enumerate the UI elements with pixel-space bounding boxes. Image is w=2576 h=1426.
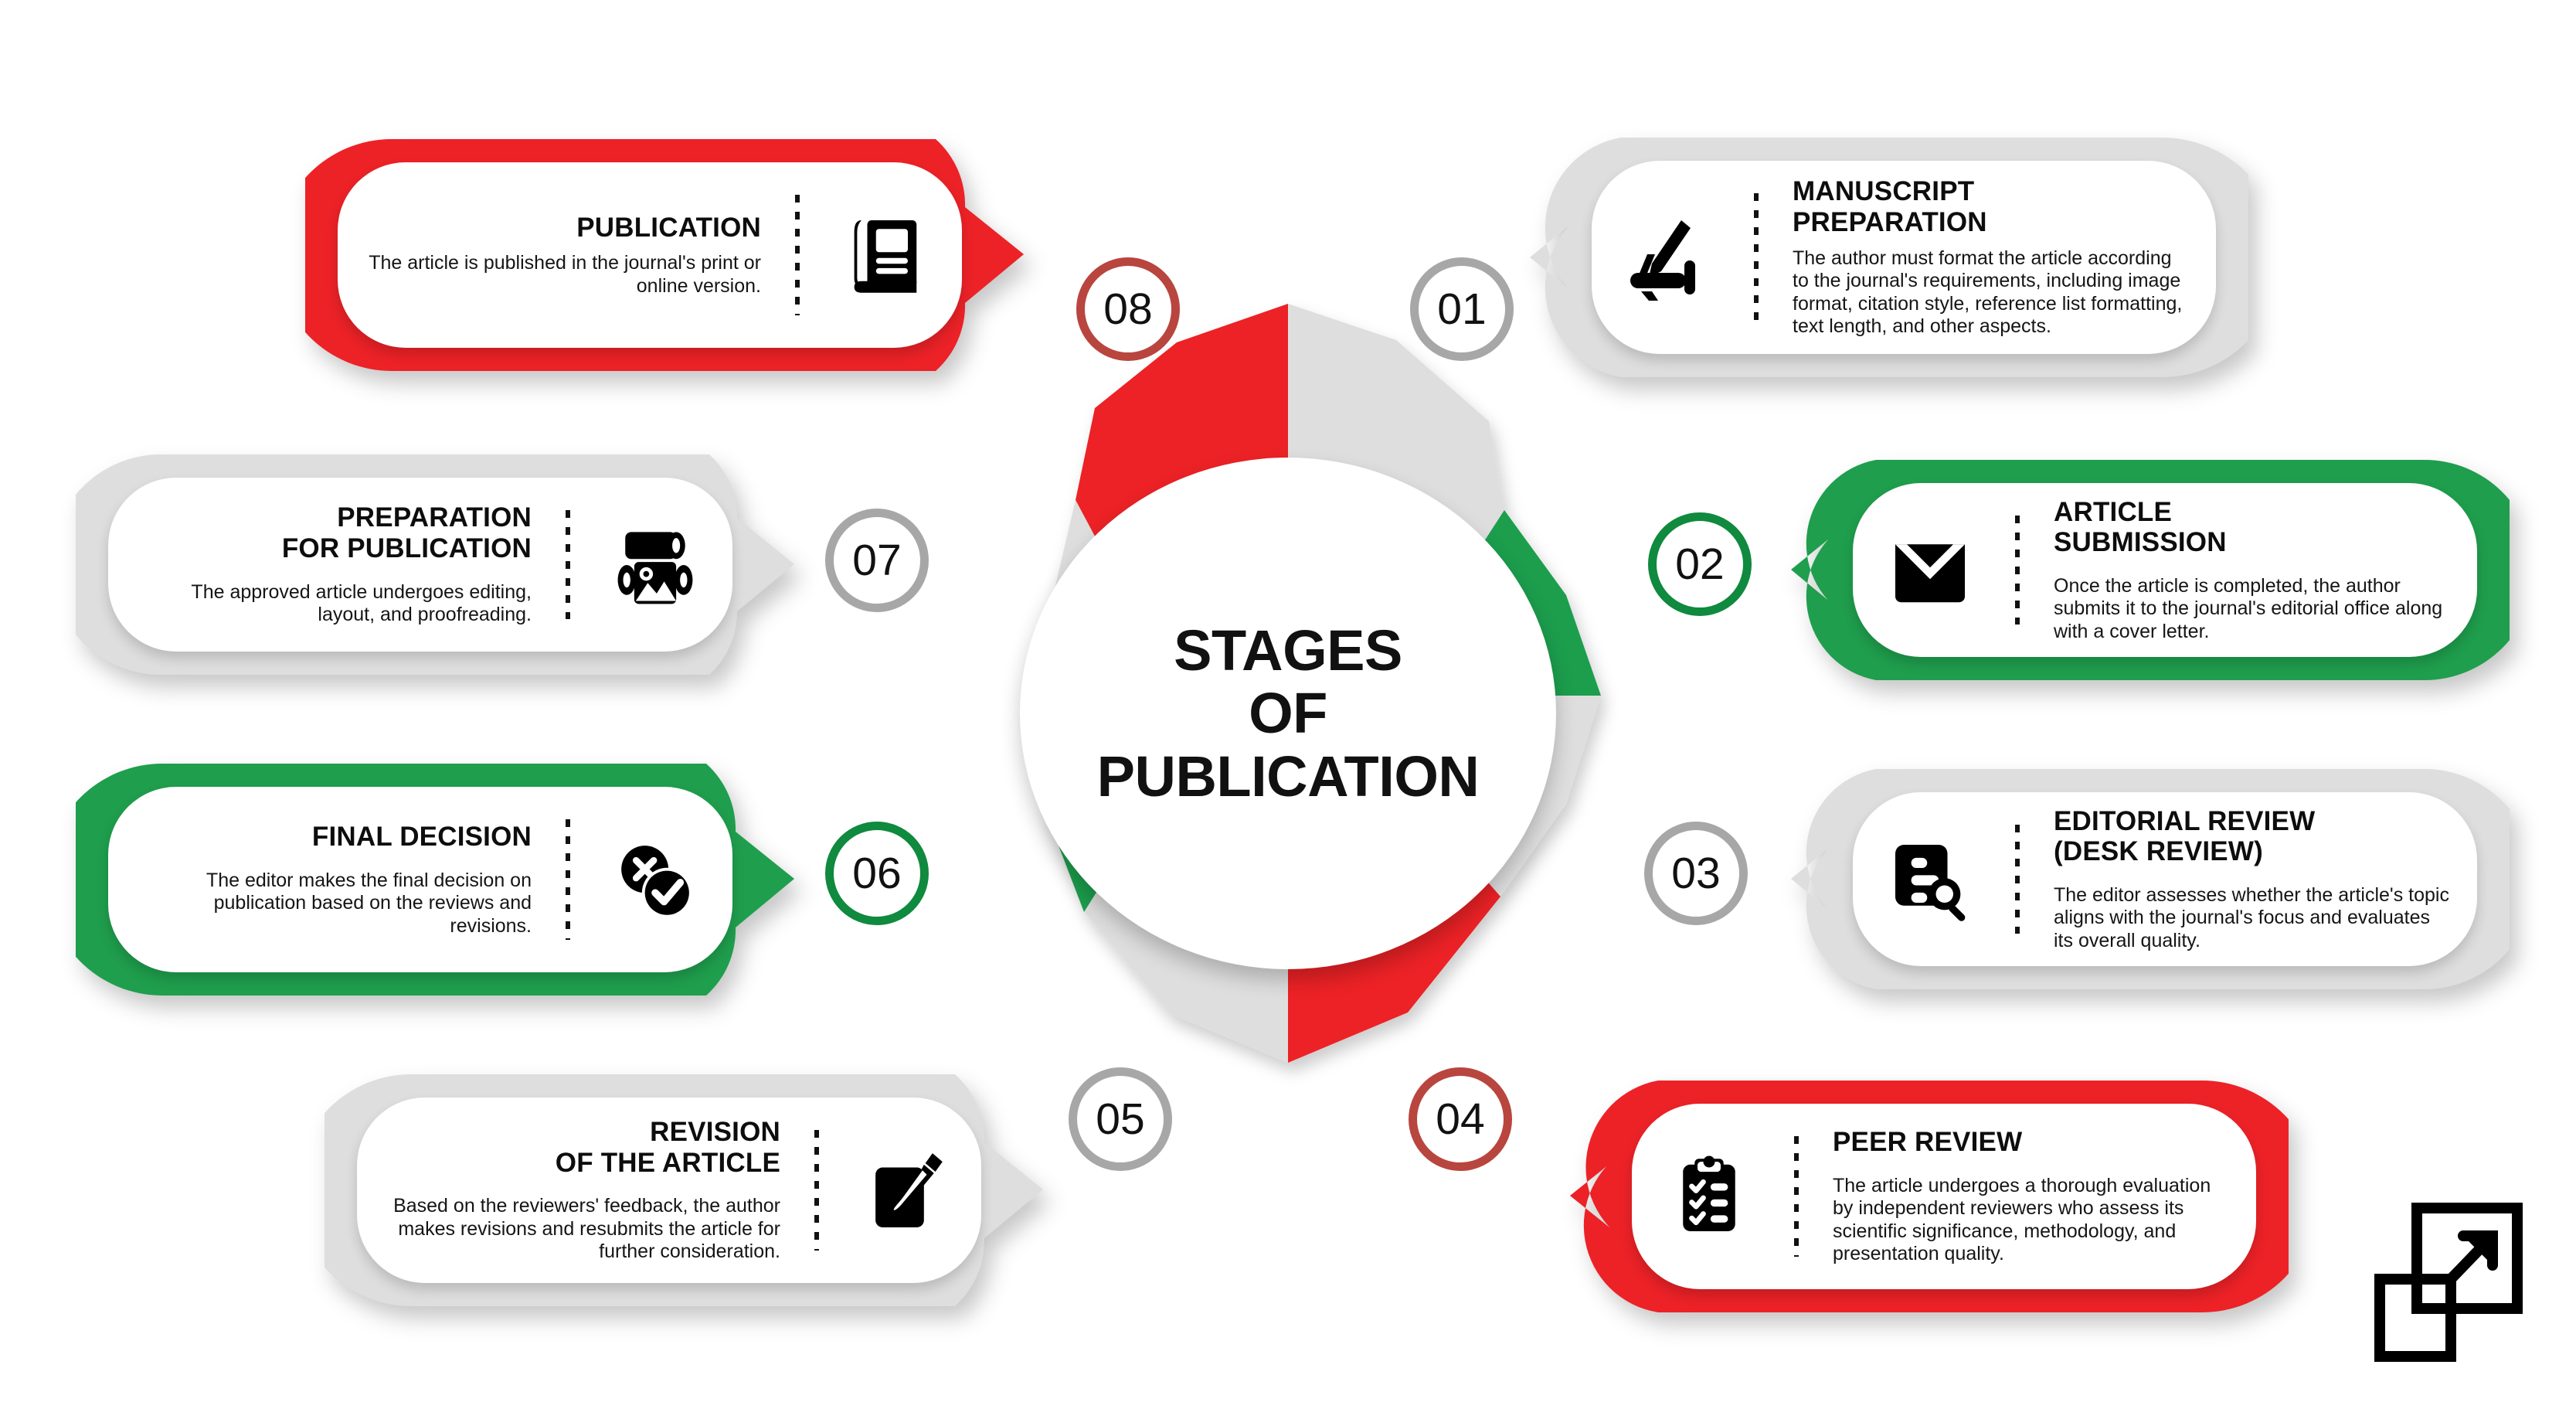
stage-card-07[interactable]: PREPARATION FOR PUBLICATION The approved… — [76, 454, 794, 675]
stage-badge-06-label: 06 — [852, 849, 902, 898]
stage-card-01[interactable]: MANUSCRIPT PREPARATION The author must f… — [1530, 138, 2248, 377]
card-04-body: PEER REVIEW The article undergoes a thor… — [1632, 1104, 2256, 1289]
edit-pencil-icon — [827, 1145, 981, 1236]
card-06-title: FINAL DECISION — [311, 821, 532, 852]
stage-badge-06[interactable]: 06 — [825, 822, 929, 925]
card-08-body: PUBLICATION The article is published in … — [338, 162, 962, 348]
stage-badge-08-label: 08 — [1103, 284, 1153, 334]
card-02-title: ARTICLE SUBMISSION — [2054, 496, 2227, 558]
center-title: STAGES OF PUBLICATION — [1096, 618, 1480, 808]
stage-card-03[interactable]: EDITORIAL REVIEW (DESK REVIEW) The edito… — [1791, 769, 2510, 989]
card-03-body: EDITORIAL REVIEW (DESK REVIEW) The edito… — [1853, 792, 2477, 966]
stage-badge-02-label: 02 — [1675, 539, 1725, 589]
card-08-title: PUBLICATION — [576, 212, 761, 243]
stage-badge-03-label: 03 — [1671, 849, 1721, 898]
stage-card-04[interactable]: PEER REVIEW The article undergoes a thor… — [1570, 1081, 2289, 1312]
card-05-title: REVISION OF THE ARTICLE — [555, 1117, 780, 1178]
stage-badge-04[interactable]: 04 — [1409, 1067, 1512, 1171]
stage-card-08[interactable]: PUBLICATION The article is published in … — [305, 139, 1024, 371]
card-03-desc: The editor assesses whether the article'… — [2054, 883, 2449, 951]
card-06-divider — [566, 819, 570, 940]
stage-badge-04-label: 04 — [1436, 1094, 1485, 1144]
journal-book-icon — [807, 209, 962, 301]
card-03-divider — [2015, 825, 2020, 934]
stage-badge-07[interactable]: 07 — [825, 509, 929, 612]
card-02-desc: Once the article is completed, the autho… — [2054, 574, 2443, 642]
expand-scale-icon — [2374, 1203, 2523, 1362]
card-03-title: EDITORIAL REVIEW (DESK REVIEW) — [2054, 805, 2316, 867]
card-06-desc: The editor makes the final decision on p… — [206, 869, 532, 937]
stage-card-06[interactable]: FINAL DECISION The editor makes the fina… — [76, 764, 794, 995]
card-06-body: FINAL DECISION The editor makes the fina… — [108, 787, 732, 972]
card-04-title: PEER REVIEW — [1833, 1127, 2023, 1158]
stage-badge-01[interactable]: 01 — [1410, 257, 1514, 361]
card-04-desc: The article undergoes a thorough evaluat… — [1833, 1174, 2211, 1265]
card-05-divider — [814, 1130, 819, 1251]
card-01-title: MANUSCRIPT PREPARATION — [1793, 176, 1987, 237]
card-07-title: PREPARATION FOR PUBLICATION — [281, 502, 532, 563]
card-07-body: PREPARATION FOR PUBLICATION The approved… — [108, 478, 732, 652]
printing-press-icon — [578, 517, 732, 613]
card-01-body: MANUSCRIPT PREPARATION The author must f… — [1592, 161, 2216, 354]
card-02-divider — [2015, 516, 2020, 625]
card-07-divider — [566, 510, 570, 619]
card-08-divider — [795, 195, 800, 315]
document-magnifier-icon — [1853, 833, 2007, 926]
card-01-desc: The author must format the article accor… — [1793, 247, 2183, 338]
stage-badge-05-label: 05 — [1096, 1094, 1145, 1144]
stage-badge-01-label: 01 — [1437, 284, 1487, 334]
approve-reject-icon — [578, 832, 732, 927]
envelope-icon — [1853, 524, 2007, 617]
stage-card-02[interactable]: ARTICLE SUBMISSION Once the article is c… — [1791, 460, 2510, 680]
card-01-divider — [1754, 193, 1759, 322]
stage-badge-05[interactable]: 05 — [1069, 1067, 1172, 1171]
card-02-body: ARTICLE SUBMISSION Once the article is c… — [1853, 483, 2477, 657]
card-05-desc: Based on the reviewers' feedback, the au… — [393, 1195, 780, 1263]
card-05-body: REVISION OF THE ARTICLE Based on the rev… — [357, 1098, 981, 1283]
stage-badge-07-label: 07 — [852, 536, 902, 585]
card-08-desc: The article is published in the journal'… — [369, 252, 761, 297]
clipboard-checklist-icon — [1632, 1150, 1786, 1243]
stage-card-05[interactable]: REVISION OF THE ARTICLE Based on the rev… — [325, 1074, 1043, 1306]
card-04-divider — [1794, 1136, 1799, 1257]
card-07-desc: The approved article undergoes editing, … — [191, 580, 532, 626]
central-donut: STAGES OF PUBLICATION — [902, 232, 1674, 1194]
stage-badge-03[interactable]: 03 — [1644, 822, 1748, 925]
hand-writing-icon — [1592, 208, 1746, 307]
stage-badge-02[interactable]: 02 — [1648, 512, 1752, 616]
center-hub: STAGES OF PUBLICATION — [1020, 458, 1556, 969]
stage-badge-08[interactable]: 08 — [1076, 257, 1180, 361]
